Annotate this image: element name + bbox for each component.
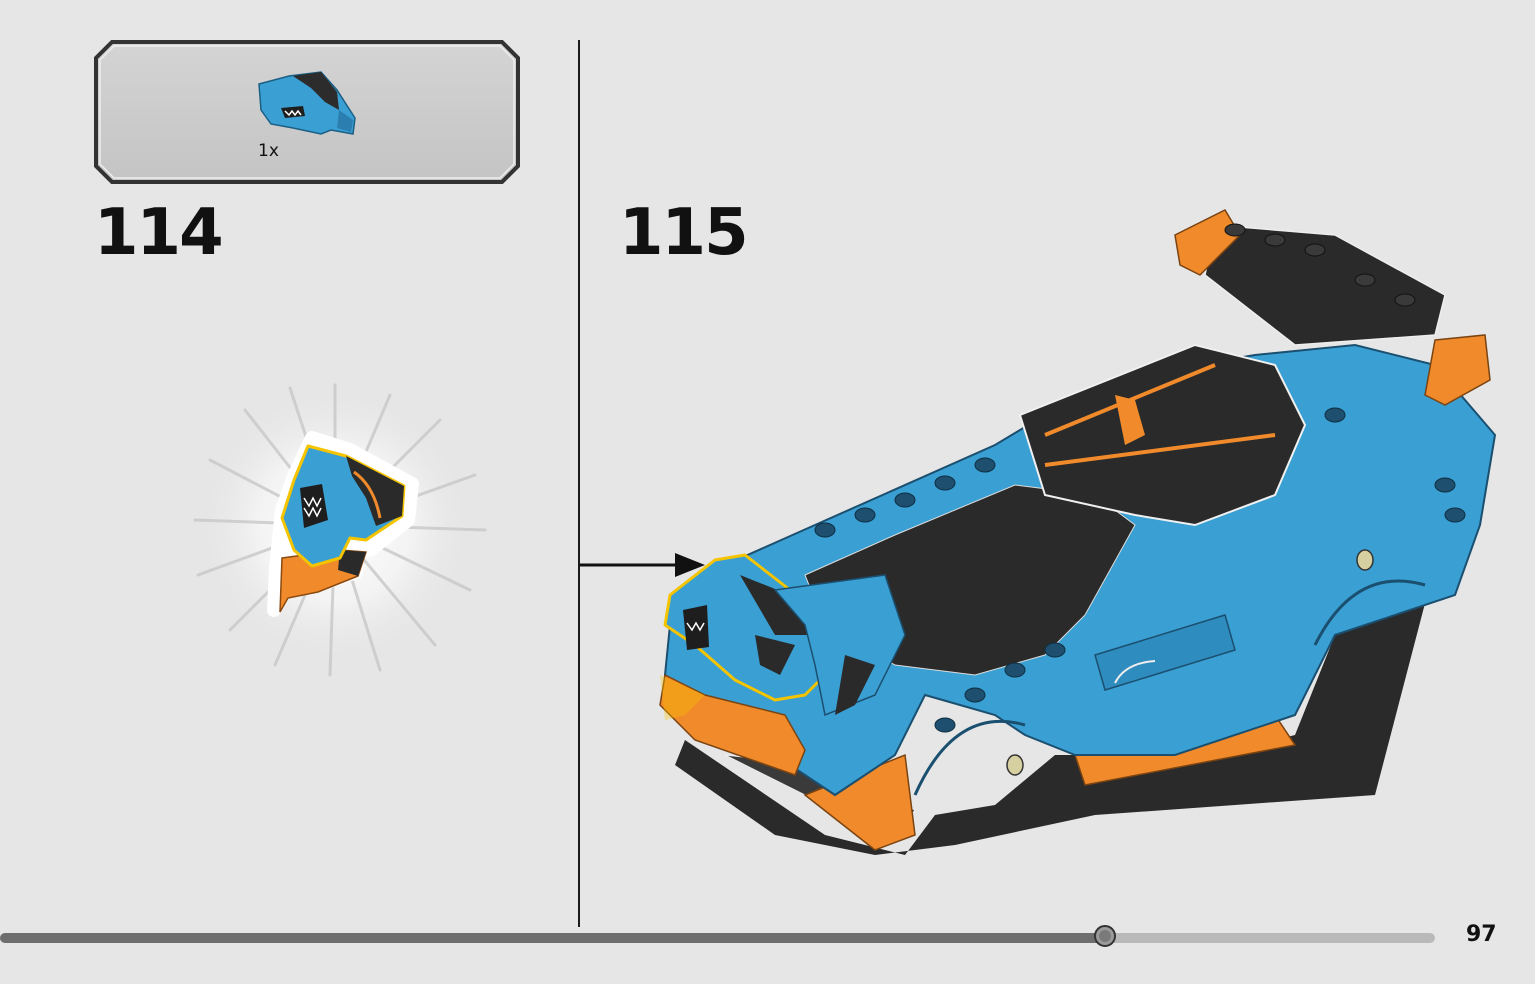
arrow-icon <box>580 553 705 577</box>
burst-highlight-icon <box>193 383 487 677</box>
part-quantity: 1x <box>258 141 279 161</box>
parts-box-frame <box>94 40 520 184</box>
progress-bar <box>0 933 1435 943</box>
step-number-115: 115 <box>619 196 749 270</box>
progress-knob <box>1093 925 1116 947</box>
progress-fill <box>0 933 1105 943</box>
car-model-icon <box>580 209 1497 855</box>
wedge-slope-part-icon <box>258 71 356 135</box>
step-divider <box>578 40 580 927</box>
step-number-114: 114 <box>94 196 224 270</box>
parts-list-box: 1x <box>94 40 520 184</box>
page-number: 97 <box>1466 922 1497 947</box>
